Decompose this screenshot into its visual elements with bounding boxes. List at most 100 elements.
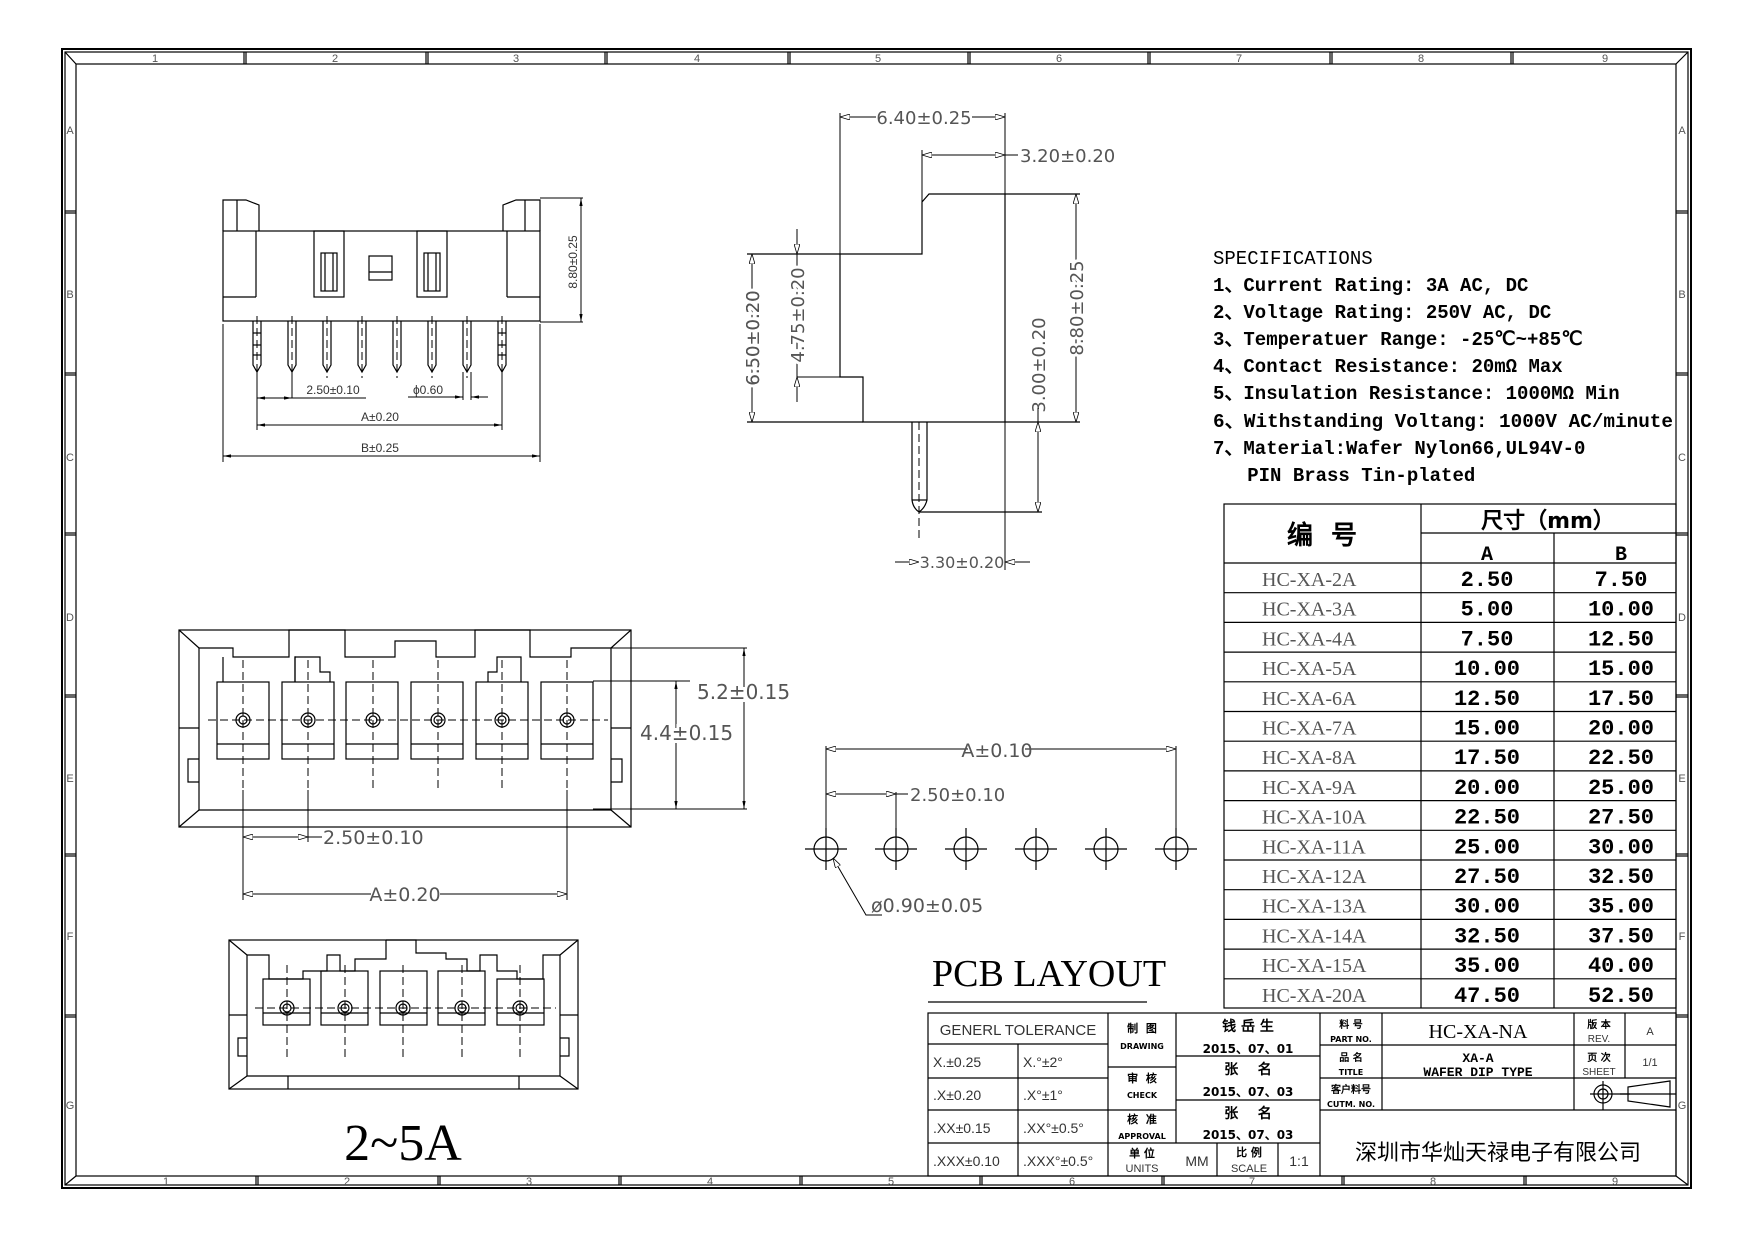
sheet-value: 1/1 (1642, 1057, 1657, 1069)
tolerance-angular: .XX°±0.5° (1023, 1120, 1084, 1136)
height-a-dimension: 6.50±0.20 (743, 290, 764, 385)
spec-item: 4、Contact Resistance: 20mΩ Max (1213, 356, 1563, 378)
sheet-label-cn: 页 次 (1587, 1051, 1610, 1064)
spec-item: 3、Temperatuer Range: -25℃~+85℃ (1213, 329, 1583, 351)
units-value: MM (1185, 1153, 1208, 1169)
table-col-b: B (1615, 544, 1627, 567)
title-label-cn: 品 名 (1339, 1051, 1362, 1064)
table-cell-a: 20.00 (1454, 776, 1520, 801)
table-cell-part: HC-XA-14A (1262, 925, 1367, 947)
small-view-2-5a: 2~5A (228, 939, 579, 1172)
table-cell-part: HC-XA-6A (1262, 688, 1357, 710)
tolerance-angular: X.°±2° (1023, 1054, 1063, 1070)
zone-label: D (1678, 612, 1686, 624)
a-dimension: A±0.20 (369, 884, 440, 906)
rev-label-en: REV. (1588, 1034, 1610, 1045)
b-dimension: B±0.25 (361, 441, 399, 455)
dimension-5-2: 5.2±0.15 (697, 680, 790, 704)
zone-label: G (1678, 1100, 1687, 1112)
pitch-dimension: 2.50±0.10 (910, 785, 1005, 806)
table-cell-part: HC-XA-15A (1262, 955, 1367, 977)
zone-label: E (66, 773, 73, 785)
pin-length-dimension: 3.00±0.20 (1029, 317, 1050, 412)
table-cell-b: 17.50 (1588, 687, 1654, 712)
table-cell-part: HC-XA-20A (1262, 985, 1367, 1007)
table-cell-b: 10.00 (1588, 598, 1654, 623)
table-cell-b: 15.00 (1588, 657, 1654, 682)
drawing-label-en: DRAWING (1120, 1042, 1164, 1051)
total-height-dimension: 8.80±0.25 (1067, 260, 1088, 355)
zone-label: 3 (513, 53, 519, 65)
height-dimension: 8.80±0.25 (566, 235, 580, 289)
height-b-dimension: 4.75±0.20 (788, 267, 809, 362)
cust-no-label-en: CUTM. NO. (1327, 1100, 1375, 1109)
table-cell-part: HC-XA-11A (1262, 836, 1366, 858)
check-label-en: CHECK (1127, 1091, 1158, 1100)
title-block: GENERL TOLERANCE X.±0.25 X.°±2° .X±0.20 … (927, 1012, 1677, 1177)
zone-label: D (66, 612, 74, 624)
zone-label: 7 (1236, 53, 1242, 65)
title-value-line2: WAFER DIP TYPE (1423, 1065, 1532, 1080)
a-dimension: A±0.10 (961, 740, 1032, 762)
step-dimension: 3.20±0.20 (1020, 146, 1115, 167)
table-cell-part: HC-XA-8A (1262, 747, 1357, 769)
tolerance-linear: .XXX±0.10 (933, 1153, 1000, 1169)
height-a-dimension-bg: 6.50±0.20 (743, 290, 764, 385)
zone-label: 4 (694, 53, 700, 65)
zone-label: 8 (1430, 1176, 1436, 1188)
zone-label: 5 (888, 1176, 894, 1188)
title-value-line1: XA-A (1462, 1051, 1493, 1066)
tolerance-angular: .XXX°±0.5° (1023, 1153, 1093, 1169)
front-view: 8.80±0.25 2.50±0.10 ϕ0.60 A±0.20 B±0.25 (222, 197, 583, 462)
pin-diameter-dimension: ϕ0.60 (413, 383, 443, 397)
table-cell-b: 27.50 (1588, 806, 1654, 831)
table-cell-b: 30.00 (1588, 835, 1654, 860)
table-cell-b: 22.50 (1588, 746, 1654, 771)
zone-label: 5 (875, 53, 881, 65)
part-no-value: HC-XA-NA (1429, 1021, 1528, 1043)
table-header-size: 尺寸（mm） (1481, 509, 1615, 534)
table-cell-a: 22.50 (1454, 806, 1520, 831)
zone-label: 4 (707, 1176, 713, 1188)
zone-label: 6 (1069, 1176, 1075, 1188)
table-cell-a: 27.50 (1454, 865, 1520, 890)
pin-offset-dimension: 3.30±0.20 (920, 553, 1005, 572)
spec-item: 2、Voltage Rating: 250V AC, DC (1213, 302, 1551, 324)
pcb-layout-title: PCB LAYOUT (932, 953, 1166, 995)
check-label-cn: 审 核 (1127, 1071, 1157, 1085)
table-cell-a: 7.50 (1461, 627, 1514, 652)
spec-item: 7、Material:Wafer Nylon66,UL94V-0 (1213, 438, 1585, 460)
tolerance-angular: .X°±1° (1023, 1087, 1063, 1103)
table-cell-a: 35.00 (1454, 954, 1520, 979)
table-cell-a: 25.00 (1454, 835, 1520, 860)
table-cell-part: HC-XA-5A (1262, 658, 1357, 680)
table-header-part: 编 号 (1287, 520, 1357, 551)
table-cell-b: 7.50 (1595, 568, 1648, 593)
table-cell-b: 32.50 (1588, 865, 1654, 890)
table-cell-b: 40.00 (1588, 954, 1654, 979)
scale-value: 1:1 (1289, 1153, 1309, 1169)
specifications: SPECIFICATIONS 1、Current Rating: 3A AC, … (1213, 248, 1673, 487)
title-label-en: TITLE (1339, 1068, 1363, 1077)
tolerance-linear: .XX±0.15 (933, 1120, 991, 1136)
zone-label: F (1679, 931, 1686, 943)
cust-no-label-cn: 客户料号 (1330, 1083, 1371, 1096)
table-cell-part: HC-XA-13A (1262, 896, 1367, 918)
sheet-label-en: SHEET (1582, 1067, 1615, 1078)
zone-label: B (66, 289, 73, 301)
zone-label: 1 (163, 1176, 169, 1188)
pitch-dimension: 2.50±0.10 (306, 383, 360, 397)
tolerance-linear: X.±0.25 (933, 1054, 981, 1070)
spec-item: 1、Current Rating: 3A AC, DC (1213, 275, 1528, 297)
zone-label: 8 (1418, 53, 1424, 65)
table-cell-b: 12.50 (1588, 627, 1654, 652)
table-cell-part: HC-XA-9A (1262, 777, 1357, 799)
company-name: 深圳市华灿天禄电子有限公司 (1355, 1141, 1641, 1166)
table-cell-part: HC-XA-3A (1262, 599, 1357, 621)
zone-label: 2 (332, 53, 338, 65)
rev-value: A (1646, 1026, 1654, 1038)
table-cell-part: HC-XA-12A (1262, 866, 1367, 888)
zone-label: 1 (152, 53, 158, 65)
scale-label-en: SCALE (1231, 1163, 1267, 1175)
